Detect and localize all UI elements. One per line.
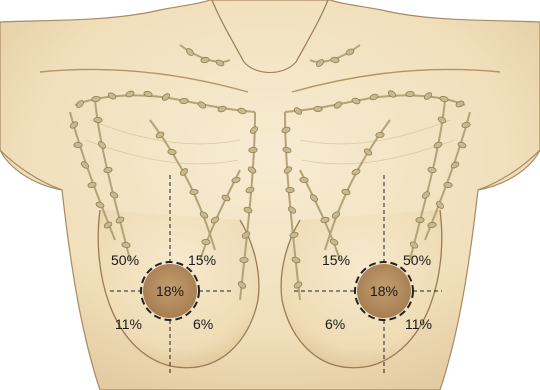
left-lower-outer-label: 11% — [115, 316, 142, 332]
lymph-node — [94, 117, 103, 123]
lymph-node — [444, 182, 453, 188]
right-upper-outer-label: 50% — [403, 252, 431, 268]
left-upper-outer-label: 50% — [111, 252, 139, 268]
right-lower-inner-label: 6% — [325, 316, 345, 332]
left-lower-inner-label: 6% — [193, 316, 213, 332]
lymph-node — [249, 147, 258, 153]
left-central-label: 18% — [156, 283, 184, 299]
lymph-node — [240, 257, 248, 262]
lymph-node — [202, 239, 211, 245]
lymph-node — [376, 132, 385, 138]
lymph-node — [300, 177, 309, 183]
lymph-node — [416, 217, 425, 223]
right-upper-inner-label: 15% — [322, 252, 350, 268]
right-central-label: 18% — [370, 283, 398, 299]
lymph-node — [74, 142, 83, 147]
lymph-node — [286, 187, 294, 192]
right-lower-outer-label: 11% — [405, 316, 432, 332]
lymph-node — [314, 106, 323, 111]
lymph-node — [180, 98, 189, 104]
lymph-node — [190, 189, 199, 195]
left-upper-inner-label: 15% — [188, 252, 216, 268]
lymph-node — [406, 91, 415, 97]
